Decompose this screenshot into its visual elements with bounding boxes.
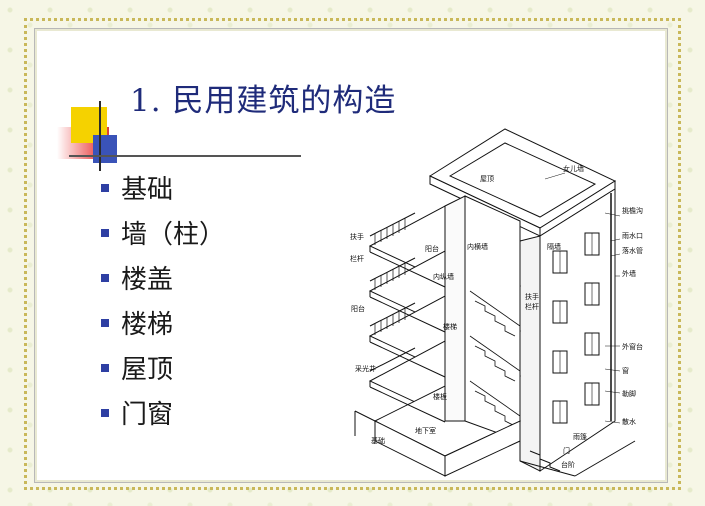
decoration-blue-block [93,135,117,163]
decoration-vertical-line [99,101,101,171]
bullet-square-icon [101,273,109,282]
label-parapet: 女儿墙 [563,164,584,173]
label-railing: 栏杆 [350,254,364,263]
label-foundation: 基础 [371,436,385,445]
slide: 1. 民用建筑的构造 基础 墙（柱） 楼盖 楼梯 屋顶 门窗 [34,28,668,483]
list-item: 基础 [101,165,225,210]
list-item-text: 门窗 [121,400,174,430]
label-gutter: 挑檐沟 [622,206,643,215]
list-item: 屋顶 [101,345,225,390]
label-plinth: 勒脚 [622,389,636,398]
list-item: 门窗 [101,390,225,435]
title-underline [69,155,301,157]
label-window: 窗 [622,366,629,375]
bullet-list: 基础 墙（柱） 楼盖 楼梯 屋顶 门窗 [101,165,225,435]
label-balcony: 阳台 [425,244,439,253]
building-cutaway-diagram: 屋顶 女儿墙 挑檐沟 雨水口 落水管 外墙 扶手 栏杆 阳台 内横墙 内纵墙 隔… [350,128,643,477]
label-scatter-water: 散水 [622,417,636,426]
label-roof: 屋顶 [480,175,494,183]
label-rain-outlet: 雨水口 [622,231,643,240]
label-handrail: 扶手 [350,232,364,241]
list-item: 墙（柱） [101,210,225,255]
label-light-well: 采光井 [355,364,376,373]
label-canopy: 雨篷 [573,432,587,441]
label-balcony-left: 阳台 [351,304,365,313]
label-exterior-wall: 外墙 [622,269,636,278]
label-interior-horizontal-wall: 内横墙 [467,242,488,251]
bullet-square-icon [101,318,109,327]
label-window-sill: 外窗台 [622,342,643,351]
list-item: 楼盖 [101,255,225,300]
decorative-border [24,18,681,490]
list-item-text: 楼盖 [121,265,174,295]
label-steps: 台阶 [561,460,575,469]
label-door: 门 [563,446,570,455]
label-basement: 地下室 [415,426,436,435]
list-item: 楼梯 [101,300,225,345]
label-interior-vertical-wall: 内纵墙 [433,272,454,281]
label-floor-slab: 楼板 [433,392,447,401]
bullet-square-icon [101,363,109,372]
label-downpipe: 落水管 [622,246,643,255]
list-item-text: 墙（柱） [121,220,226,250]
label-partition-wall: 隔墙 [547,242,561,251]
slide-title: 1. 民用建筑的构造 [130,83,397,119]
label-stair-railing: 栏杆 [525,302,539,311]
label-stairs: 楼梯 [443,322,457,331]
list-item-text: 屋顶 [121,355,174,385]
label-stair-handrail: 扶手 [525,292,539,301]
bullet-square-icon [101,228,109,237]
list-item-text: 基础 [121,175,174,205]
list-item-text: 楼梯 [121,310,174,340]
bullet-square-icon [101,183,109,192]
bullet-square-icon [101,408,109,417]
